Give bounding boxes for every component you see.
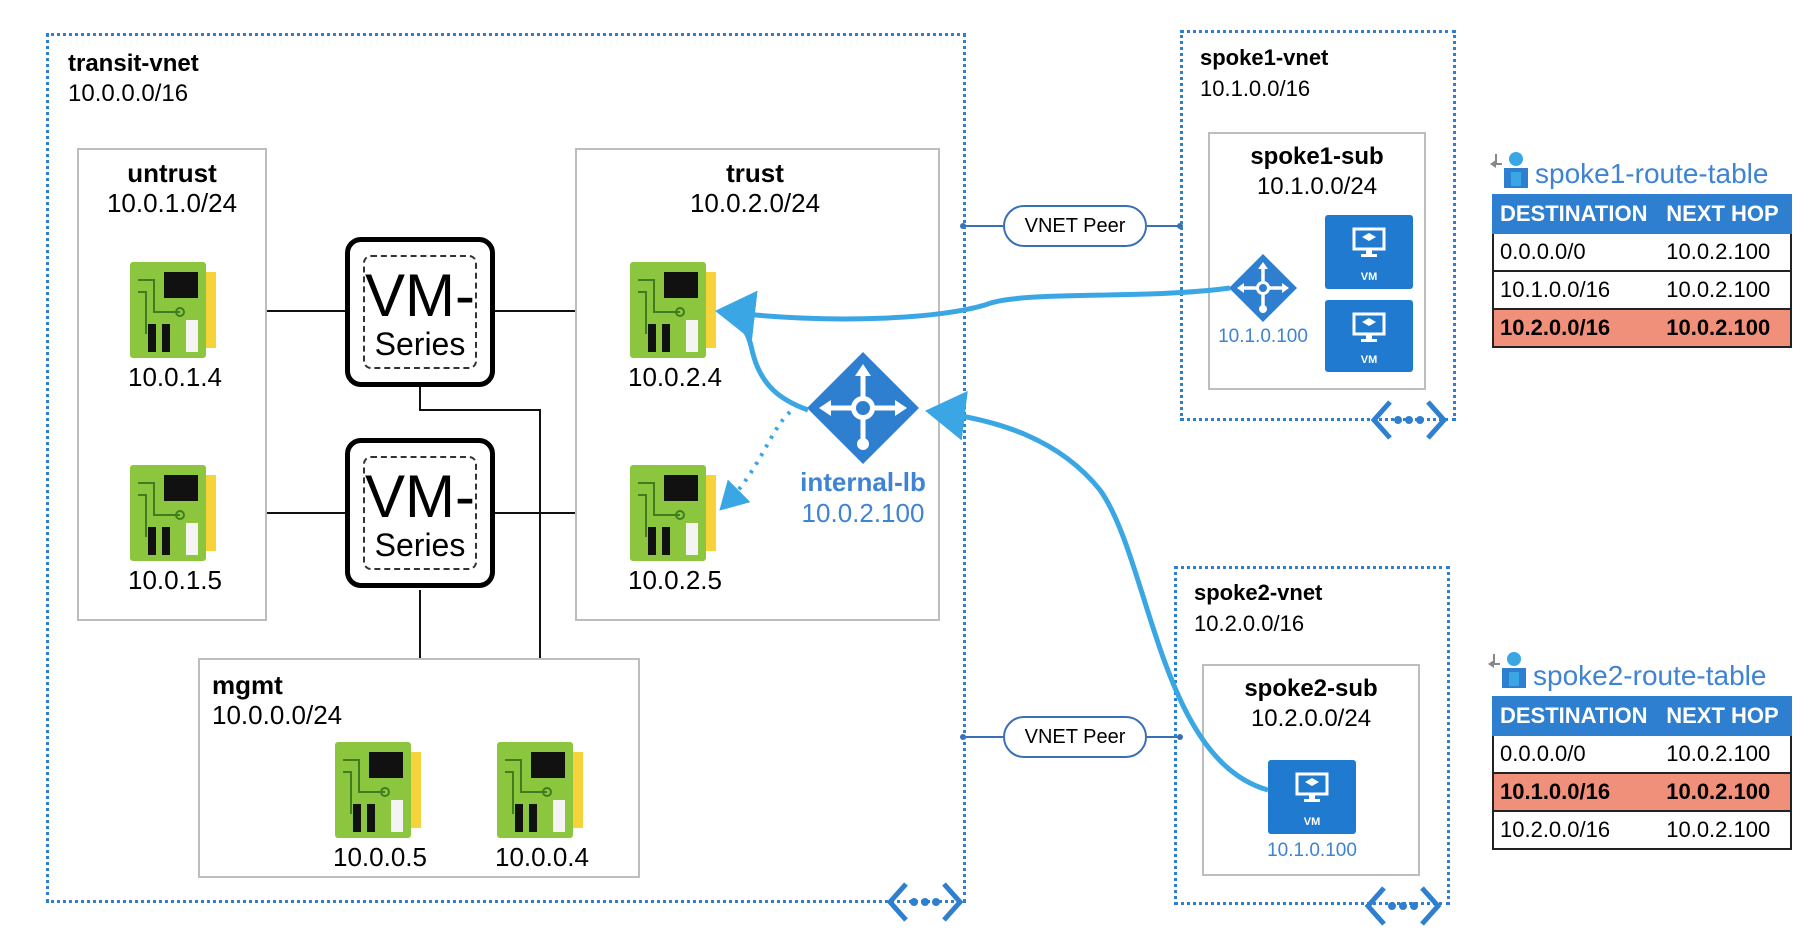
next-hop-cell: 10.0.2.100 xyxy=(1660,772,1792,812)
vnet-badge-icon xyxy=(1370,400,1448,440)
vm-monitor-icon xyxy=(1352,227,1386,257)
destination-cell: 10.1.0.0/16 xyxy=(1491,270,1661,310)
route-table-header-row: DESTINATION NEXT HOP xyxy=(1491,194,1792,234)
table-row: 10.2.0.0/16 10.0.2.100 xyxy=(1491,810,1792,850)
next-hop-cell: 10.0.2.100 xyxy=(1660,810,1792,850)
spoke1-subnet-cidr: 10.1.0.0/24 xyxy=(1256,173,1378,200)
vnet-badge-icon xyxy=(886,882,964,922)
vnet-peer-spoke2: VNET Peer xyxy=(1003,716,1147,758)
destination-cell: 10.1.0.0/16 xyxy=(1491,772,1661,812)
spoke1-subnet-name: spoke1-sub xyxy=(1250,143,1384,170)
vm-series-label-bottom: Series xyxy=(374,326,466,362)
vm-series-label-top: VM- xyxy=(365,463,475,530)
col-next-hop: NEXT HOP xyxy=(1660,194,1792,234)
next-hop-cell: 10.0.2.100 xyxy=(1660,308,1792,348)
destination-cell: 0.0.0.0/0 xyxy=(1491,734,1661,774)
spoke2-vm-ip: 10.1.0.100 xyxy=(1267,840,1357,861)
route-table-icon xyxy=(1488,652,1526,688)
spoke1-load-balancer-icon xyxy=(1229,254,1297,322)
spoke1-lb-ip: 10.1.0.100 xyxy=(1218,326,1308,347)
table-row: 0.0.0.0/0 10.0.2.100 xyxy=(1491,232,1792,272)
destination-cell: 10.2.0.0/16 xyxy=(1491,308,1661,348)
vm-monitor-icon xyxy=(1295,772,1329,802)
route-table-icon xyxy=(1490,152,1528,188)
trust-subnet-cidr: 10.0.2.0/24 xyxy=(689,188,821,218)
transit-vnet-cidr: 10.0.0.0/16 xyxy=(68,80,189,107)
vm-label: VM xyxy=(1360,271,1378,283)
spoke2-subnet-cidr: 10.2.0.0/24 xyxy=(1250,705,1372,732)
trust-subnet-name: trust xyxy=(726,158,784,188)
nic-icon xyxy=(630,465,716,561)
load-balancer-icon xyxy=(807,352,919,464)
transit-vnet-name: transit-vnet xyxy=(68,50,199,77)
table-row: 10.1.0.0/16 10.0.2.100 xyxy=(1491,270,1792,310)
nic-ip-label: 10.0.1.5 xyxy=(128,565,222,595)
vm-series-firewall-2: VM- Series xyxy=(345,438,495,588)
vm-series-firewall-1: VM- Series xyxy=(345,237,495,387)
nic-ip-label: 10.0.0.5 xyxy=(333,842,427,872)
internal-lb-name: internal-lb xyxy=(800,467,926,497)
vm-label: VM xyxy=(1360,354,1378,366)
spoke2-vnet xyxy=(1174,566,1450,905)
table-row: 0.0.0.0/0 10.0.2.100 xyxy=(1491,734,1792,774)
col-destination: DESTINATION xyxy=(1491,696,1661,736)
vnet-badge-icon xyxy=(1364,886,1442,926)
vnet-peer-spoke1: VNET Peer xyxy=(1003,205,1147,247)
untrust-subnet-name: untrust xyxy=(127,158,217,188)
table-row-highlighted: 10.1.0.0/16 10.0.2.100 xyxy=(1491,772,1792,812)
route-table-header-row: DESTINATION NEXT HOP xyxy=(1491,696,1792,736)
mgmt-subnet-name: mgmt xyxy=(212,670,283,700)
spoke1-vm-1: VM xyxy=(1325,215,1413,289)
untrust-subnet-cidr: 10.0.1.0/24 xyxy=(106,188,238,218)
route-table-1: DESTINATION NEXT HOP 0.0.0.0/0 10.0.2.10… xyxy=(1491,194,1792,348)
route-table-2-title: spoke2-route-table xyxy=(1533,660,1767,691)
nic-ip-label: 10.0.2.5 xyxy=(628,565,722,595)
next-hop-cell: 10.0.2.100 xyxy=(1660,232,1792,272)
col-destination: DESTINATION xyxy=(1491,194,1661,234)
spoke2-vm: VM xyxy=(1268,760,1356,834)
route-table-2: DESTINATION NEXT HOP 0.0.0.0/0 10.0.2.10… xyxy=(1491,696,1792,850)
mgmt-subnet-cidr: 10.0.0.0/24 xyxy=(212,700,343,730)
nic-icon xyxy=(335,742,421,838)
nic-icon xyxy=(130,465,216,561)
vm-series-label-top: VM- xyxy=(365,262,475,329)
transit-vnet xyxy=(46,33,966,903)
spoke1-vnet-cidr: 10.1.0.0/16 xyxy=(1200,76,1311,101)
nic-ip-label: 10.0.2.4 xyxy=(628,362,722,392)
destination-cell: 10.2.0.0/16 xyxy=(1491,810,1661,850)
nic-icon xyxy=(130,262,216,358)
spoke2-vnet-cidr: 10.2.0.0/16 xyxy=(1194,611,1305,636)
spoke2-vnet-name: spoke2-vnet xyxy=(1194,580,1323,605)
internal-lb-ip: 10.0.2.100 xyxy=(801,498,925,528)
next-hop-cell: 10.0.2.100 xyxy=(1660,270,1792,310)
nic-icon xyxy=(630,262,716,358)
next-hop-cell: 10.0.2.100 xyxy=(1660,734,1792,774)
vm-monitor-icon xyxy=(1352,312,1386,342)
nic-icon xyxy=(497,742,583,838)
spoke1-vm-2: VM xyxy=(1325,300,1413,372)
nic-ip-label: 10.0.1.4 xyxy=(128,362,222,392)
spoke2-subnet-name: spoke2-sub xyxy=(1244,675,1378,702)
destination-cell: 0.0.0.0/0 xyxy=(1491,232,1661,272)
route-table-1-title: spoke1-route-table xyxy=(1535,158,1769,189)
col-next-hop: NEXT HOP xyxy=(1660,696,1792,736)
nic-ip-label: 10.0.0.4 xyxy=(495,842,589,872)
spoke1-vnet xyxy=(1180,30,1456,421)
vm-series-label-bottom: Series xyxy=(374,527,466,563)
table-row-highlighted: 10.2.0.0/16 10.0.2.100 xyxy=(1491,308,1792,348)
vm-label: VM xyxy=(1303,816,1321,828)
spoke1-vnet-name: spoke1-vnet xyxy=(1200,45,1329,70)
